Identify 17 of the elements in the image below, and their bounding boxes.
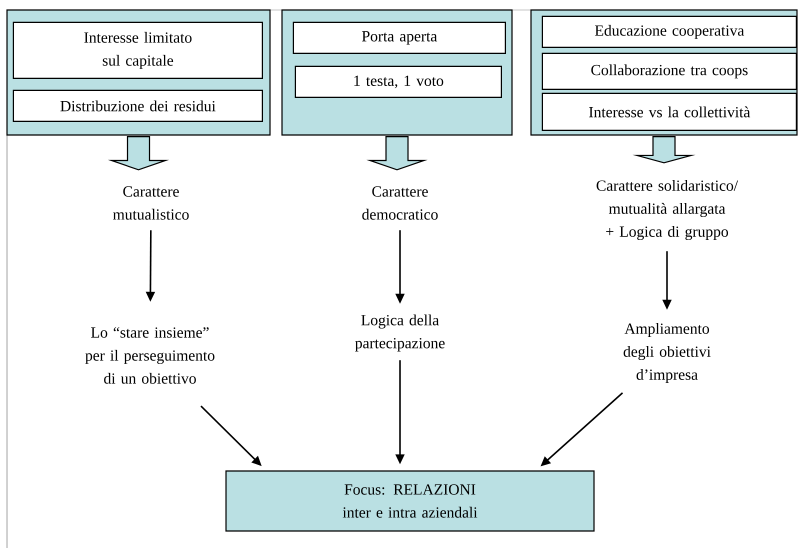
text-label: Lo “stare insieme” per il perseguimento di un obiettivo bbox=[85, 327, 214, 384]
text-label: Carattere democratico bbox=[362, 186, 438, 220]
text-box: Interesse vs la collettività bbox=[542, 92, 797, 131]
focus-box: Focus: RELAZIONI inter e intra aziendali bbox=[225, 470, 595, 532]
text-label: Ampliamento degli obiettivi d’impresa bbox=[624, 322, 711, 384]
text-box: Collaborazione tra coops bbox=[542, 52, 797, 90]
block-arrow bbox=[108, 136, 170, 170]
text-label: Logica della partecipazione bbox=[355, 314, 445, 352]
text-box: Educazione cooperativa bbox=[542, 16, 797, 48]
text-label: Carattere solidaristico/ mutualità allargata + Logica di gruppo bbox=[596, 180, 738, 240]
text-box: Porta aperta bbox=[292, 22, 506, 54]
text-box: Interesse limitato sul capitale bbox=[12, 22, 263, 79]
block-arrow bbox=[632, 136, 696, 164]
text-label: Carattere mutualistico bbox=[113, 186, 189, 220]
text-box: Distribuzione dei residui bbox=[12, 90, 263, 122]
block-arrow bbox=[366, 136, 428, 170]
text-box: 1 testa, 1 voto bbox=[294, 66, 502, 98]
